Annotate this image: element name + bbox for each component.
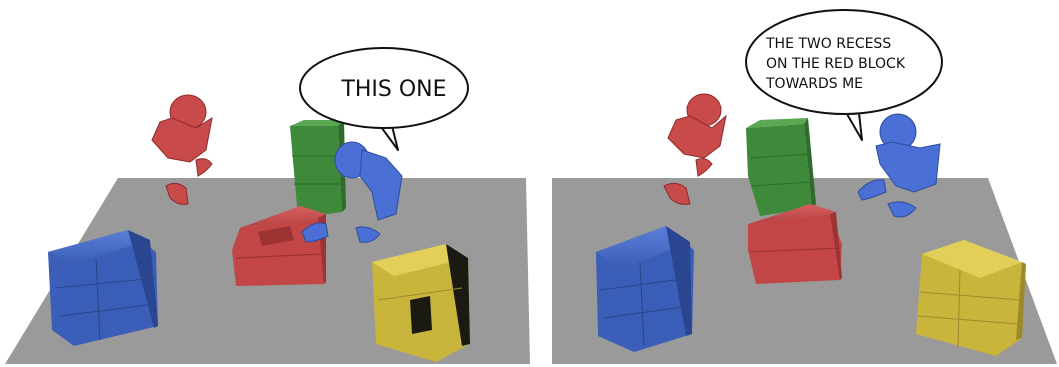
red-avatar-left <box>151 94 213 205</box>
green-block-right <box>746 118 816 216</box>
yellow-block-right <box>916 240 1026 356</box>
panel-right: THE TWO RECESS ON THE RED BLOCK TOWARDS … <box>552 9 1057 364</box>
blue-block-right <box>596 226 694 352</box>
blue-block-left <box>48 230 158 346</box>
blue-avatar-right <box>857 113 941 218</box>
yellow-block-left <box>372 244 470 362</box>
speech-text-right-line-2: ON THE RED BLOCK <box>766 56 906 72</box>
panel-left: THIS ONE <box>5 47 530 364</box>
speech-text-right-line-1: THE TWO RECESS <box>765 36 891 52</box>
blue-avatar-left <box>301 141 403 243</box>
red-avatar-right <box>663 93 727 205</box>
speech-bubble-left: THIS ONE <box>299 47 469 151</box>
speech-text-left: THIS ONE <box>340 77 446 102</box>
red-block-left <box>232 206 326 286</box>
speech-text-right-line-3: TOWARDS ME <box>765 76 863 92</box>
red-block-right <box>748 204 842 284</box>
green-block-left <box>290 120 346 218</box>
speech-bubble-right: THE TWO RECESS ON THE RED BLOCK TOWARDS … <box>745 9 943 141</box>
